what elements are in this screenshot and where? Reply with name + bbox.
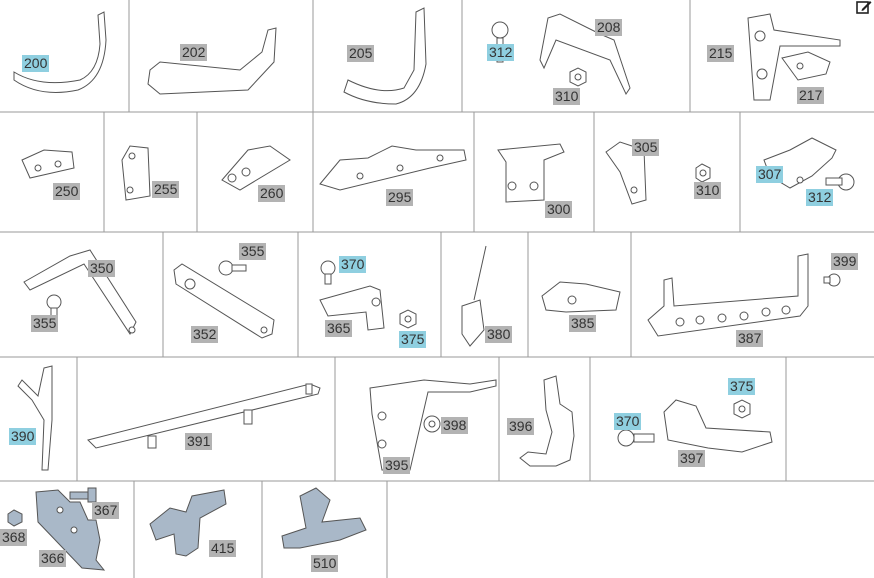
callout-label[interactable]: 250 [53,183,81,200]
callout-label[interactable]: 255 [152,181,180,198]
blue-part-drawings [7,487,367,571]
callout-label[interactable]: 215 [707,45,735,62]
callout-label[interactable]: 395 [383,457,411,474]
callout-label[interactable]: 355 [31,315,59,332]
callout-label[interactable]: 217 [797,87,825,104]
callout-label[interactable]: 310 [694,182,722,199]
callout-label[interactable]: 295 [386,189,414,206]
edit-icon-glyph [856,1,872,14]
callout-label[interactable]: 202 [180,44,208,61]
callout-label[interactable]: 385 [569,315,597,332]
callout-label[interactable]: 366 [39,550,67,567]
callout-label[interactable]: 312 [806,189,834,206]
callout-label[interactable]: 305 [632,139,660,156]
callout-label[interactable]: 365 [325,320,353,337]
callout-label[interactable]: 415 [209,540,237,557]
callout-label[interactable]: 200 [22,55,50,72]
callout-label[interactable]: 352 [191,326,219,343]
callout-label[interactable]: 391 [185,433,213,450]
callout-label[interactable]: 300 [545,201,573,218]
callout-label[interactable]: 368 [0,529,28,546]
callout-label[interactable]: 208 [595,19,623,36]
callout-label[interactable]: 397 [678,450,706,467]
callout-label[interactable]: 260 [258,185,286,202]
callout-label[interactable]: 307 [756,166,784,183]
callout-label[interactable]: 510 [311,555,339,572]
callout-label[interactable]: 312 [487,44,515,61]
callout-label[interactable]: 399 [831,253,859,270]
callout-label[interactable]: 375 [399,331,427,348]
callout-label[interactable]: 205 [347,45,375,62]
callout-label[interactable]: 350 [88,260,116,277]
callout-label[interactable]: 375 [728,378,756,395]
callout-label[interactable]: 370 [339,256,367,273]
callout-label[interactable]: 367 [92,502,120,519]
callout-label[interactable]: 398 [441,417,469,434]
callout-label[interactable]: 396 [507,418,535,435]
callout-label[interactable]: 380 [485,326,513,343]
callout-label[interactable]: 355 [239,243,267,260]
callout-label[interactable]: 387 [736,330,764,347]
callout-label[interactable]: 390 [9,428,37,445]
callout-label[interactable]: 310 [553,88,581,105]
part-drawings [13,7,855,471]
edit-icon[interactable] [856,0,872,14]
callout-label[interactable]: 370 [614,413,642,430]
